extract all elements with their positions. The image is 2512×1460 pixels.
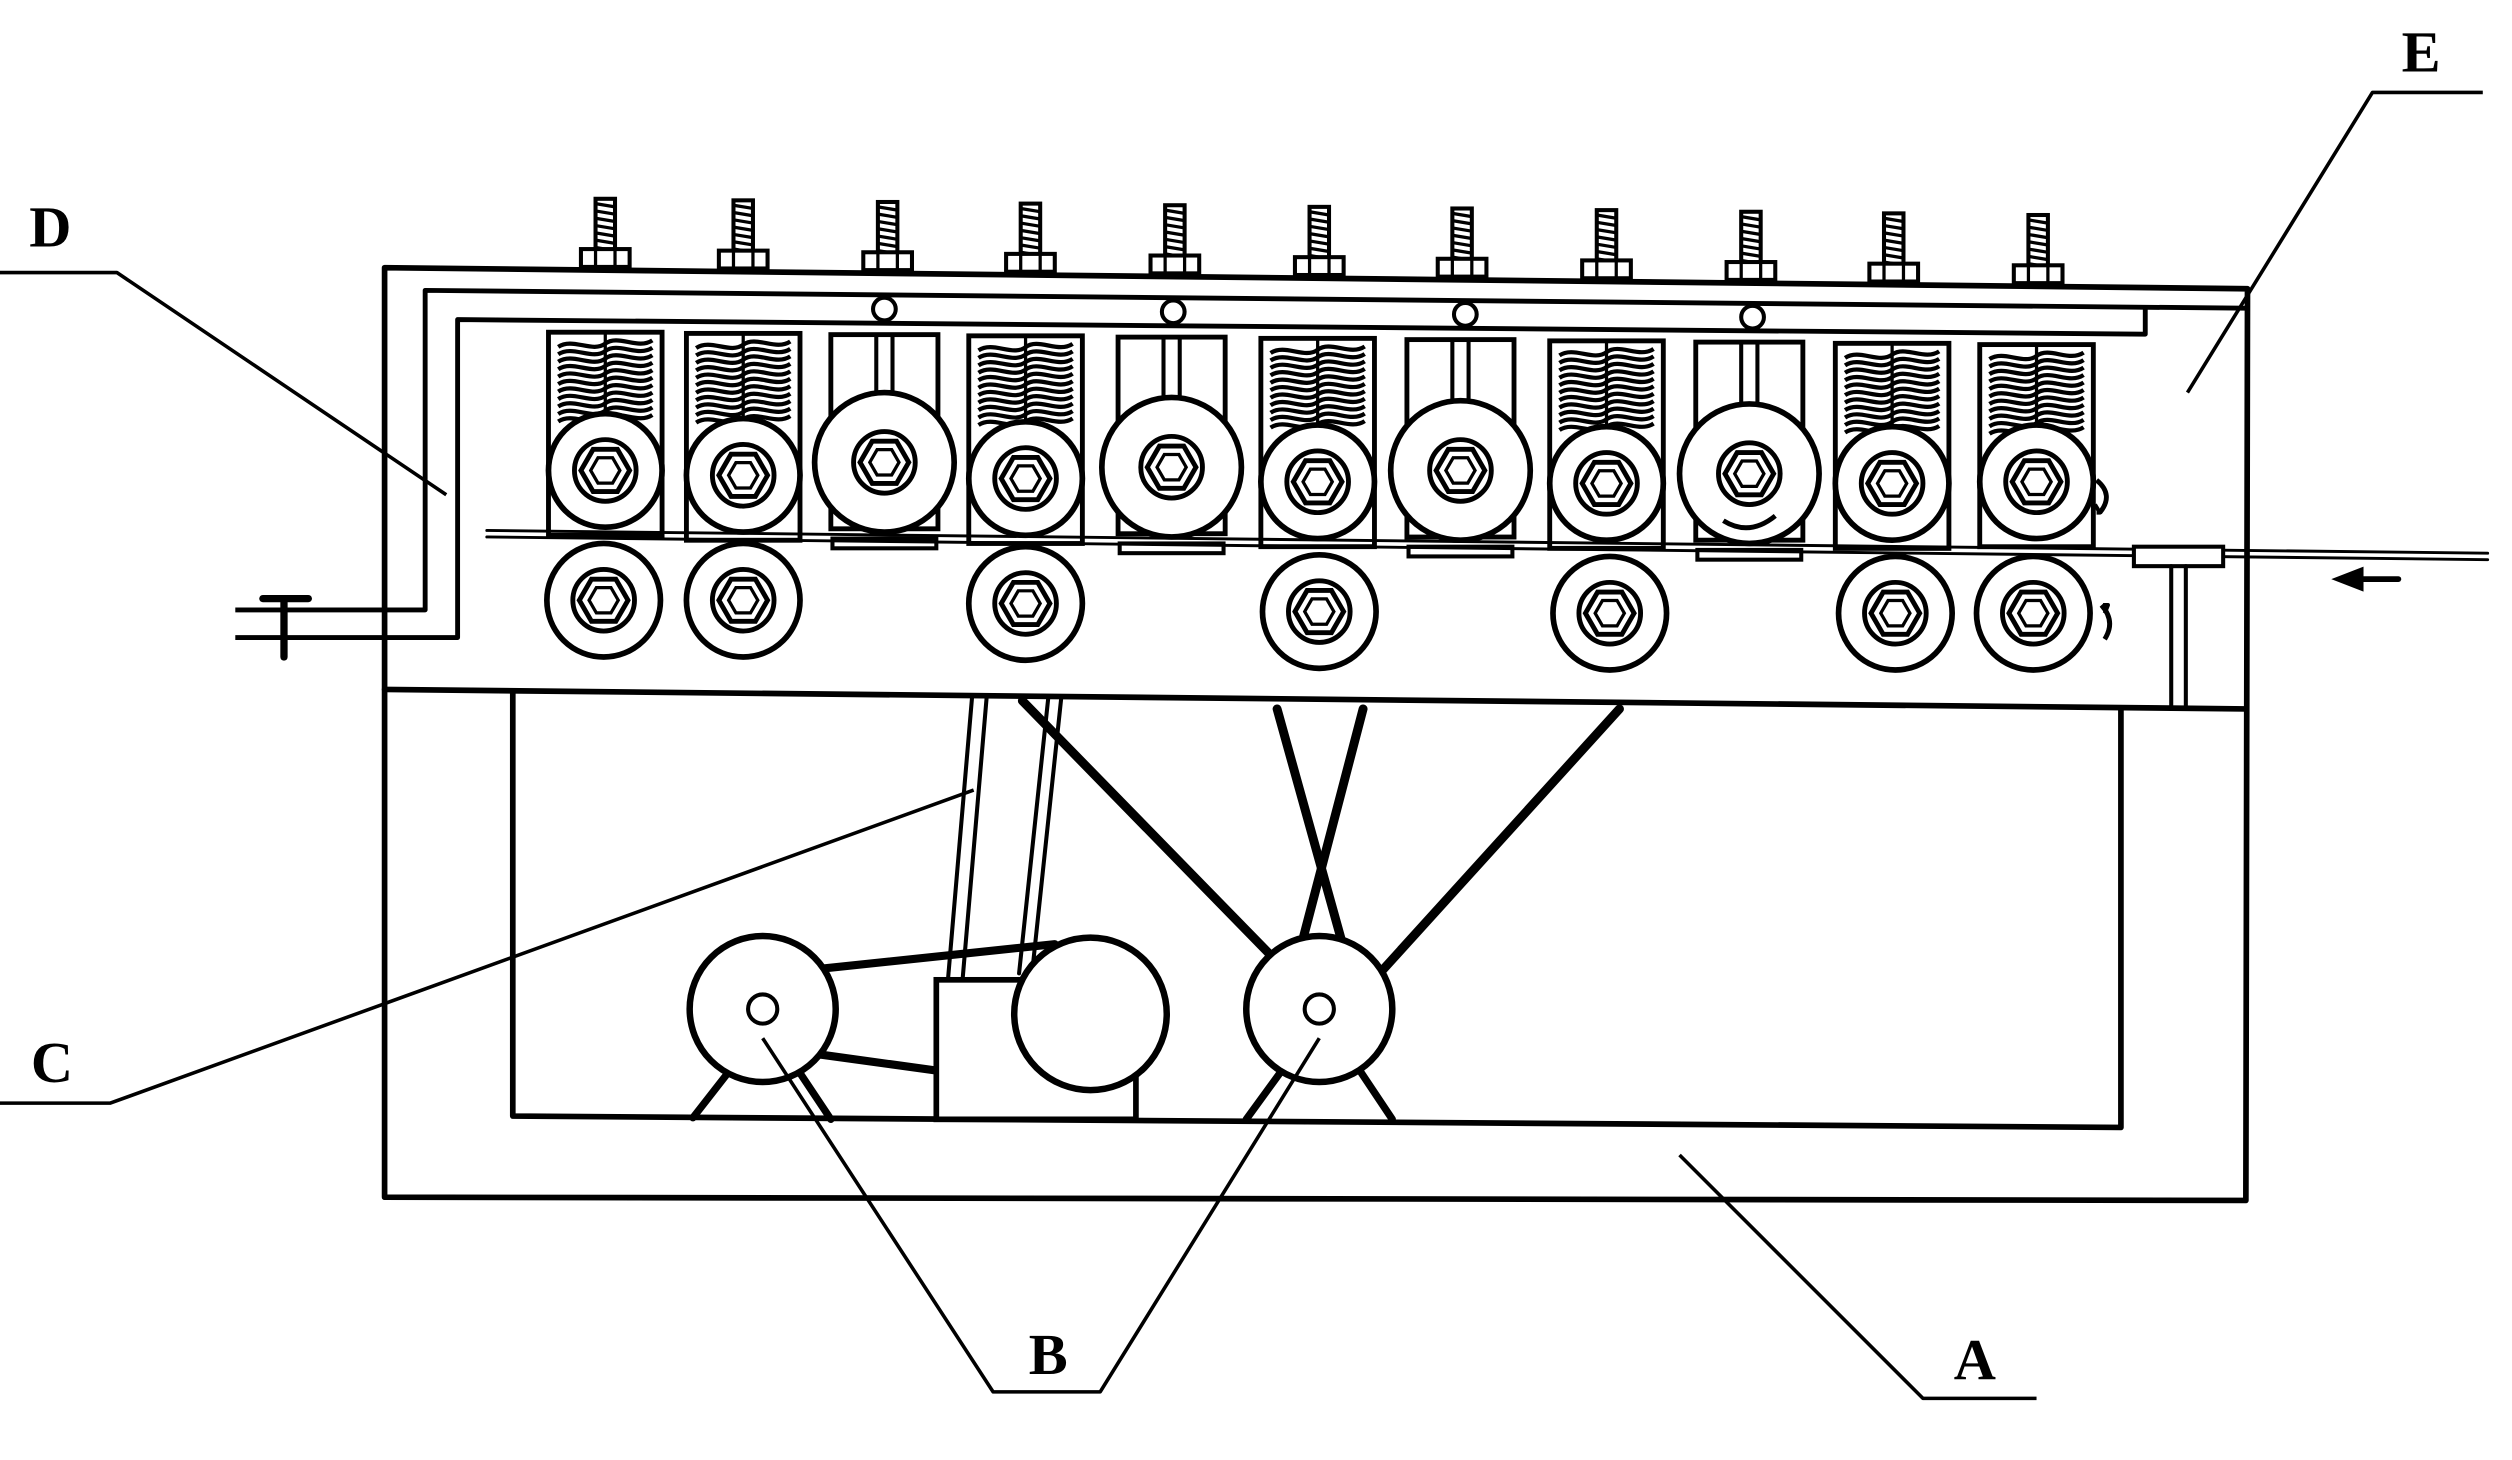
roller-wheel [547,543,661,657]
roller-wheel [1839,556,1953,670]
bolt-nut [1582,260,1631,278]
roller-wheel [815,393,955,533]
roller-wheel [1550,427,1664,541]
lower-roller-6 [1839,556,1953,670]
bolt-nut [581,249,630,267]
machine-artwork [235,199,2487,1201]
roller-wheel [1553,556,1667,670]
upper-roller-8 [1550,427,1664,541]
upper-roller-11 [1980,425,2094,539]
roller-wheel [1262,555,1376,669]
lower-roller-4 [1262,555,1376,669]
roller-wheel [969,422,1083,536]
roller-wheel [1261,425,1375,539]
bolt-nut [1151,256,1200,274]
lower-roller-2 [686,543,800,657]
bolt-nut [1727,262,1776,280]
bolt-nut [863,252,912,270]
callout-label-e: E [2402,19,2441,84]
callout-label-d: D [29,195,71,260]
bolt-nut [1438,259,1487,277]
bolt-nut [2014,265,2063,283]
upper-roller-9 [1680,404,1820,544]
roller-wheel [686,543,800,657]
callout-label-b: B [1029,1322,1068,1387]
bolt-nut [719,251,768,269]
upper-roller-3 [815,393,955,533]
roller-wheel [1680,404,1820,544]
roller-wheel [548,414,662,528]
bolt-nut [1869,264,1918,282]
upper-roller-5 [1102,397,1242,537]
roller-wheel [969,547,1083,661]
lower-roller-7 [1976,556,2090,670]
pipe-joint-2 [1162,300,1185,323]
pulley-1 [690,936,836,1082]
lower-roller-5 [1553,556,1667,670]
lower-roller-1 [547,543,661,657]
pipe-joint-1 [873,298,896,321]
bolt-nut [1295,257,1344,275]
upper-roller-6 [1261,425,1375,539]
callout-label-a: A [1954,1327,1996,1392]
pulley-2 [1246,936,1392,1082]
callout-label-c: C [31,1030,73,1095]
roller-wheel [686,419,800,533]
upper-roller-2 [686,419,800,533]
upper-roller-1 [548,414,662,528]
pipe-joint-4 [1741,306,1764,329]
roller-wheel [1835,427,1949,541]
pulley-axle [748,994,777,1023]
guide-block [2134,547,2223,566]
motor [1014,938,1167,1090]
bolt-nut [1006,254,1055,272]
upper-roller-7 [1391,401,1531,541]
upper-roller-10 [1835,427,1949,541]
roller-wheel [1976,556,2090,670]
roller-wheel [1391,401,1531,541]
upper-roller-4 [969,422,1083,536]
pipe-joint-3 [1454,303,1477,326]
roller-wheel [1980,425,2094,539]
lower-roller-3 [969,547,1083,661]
roller-wheel [1102,397,1242,537]
pulley-axle [1305,994,1334,1023]
